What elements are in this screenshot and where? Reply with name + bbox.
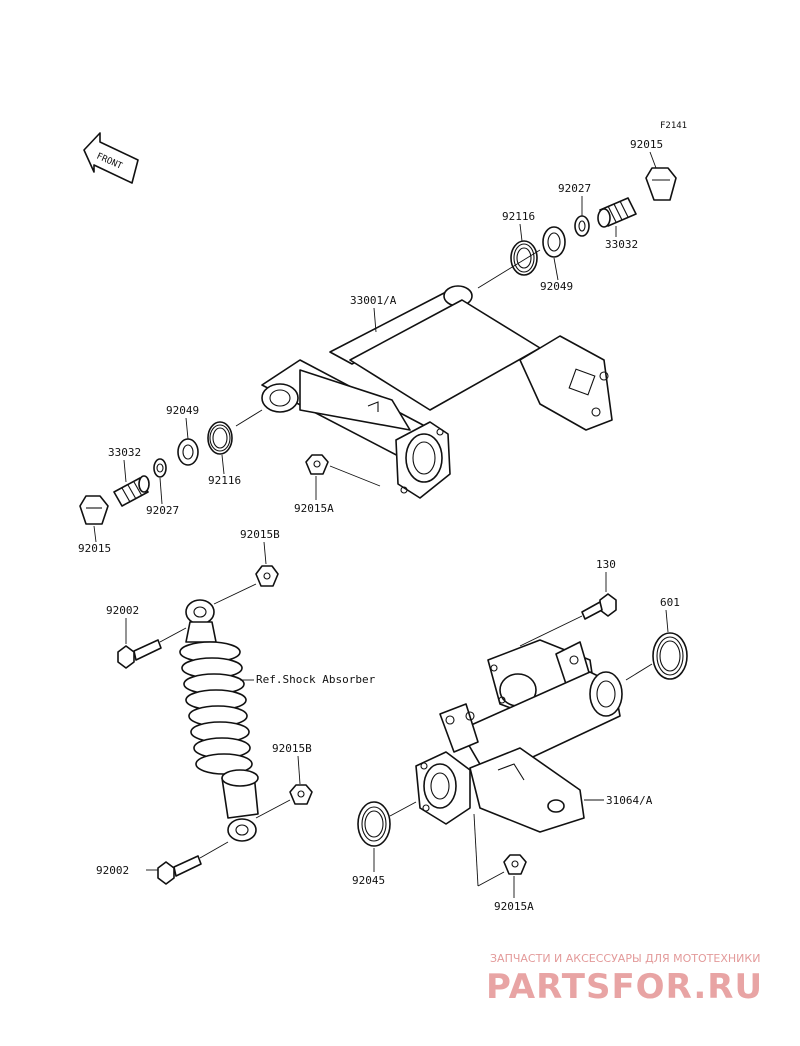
swing-arm-33001A: [261, 285, 613, 499]
label-92116-left: 92116: [208, 474, 241, 487]
front-arrow-icon: FRONT: [83, 132, 139, 184]
label-33032-left: 33032: [108, 446, 141, 459]
label-33032-top: 33032: [605, 238, 638, 251]
label-92002-bottom: 92002: [96, 864, 129, 877]
label-92027-top: 92027: [558, 182, 591, 195]
label-92015B-mid: 92015B: [272, 742, 312, 755]
bolt-130: [581, 593, 617, 620]
label-ref-shock: Ref.Shock Absorber: [256, 673, 376, 686]
label-31064A: 31064/A: [606, 794, 653, 807]
label-92049-left: 92049: [166, 404, 199, 417]
label-92116-top: 92116: [502, 210, 535, 223]
seal-92049-top: [542, 226, 566, 258]
label-92015-left: 92015: [78, 542, 111, 555]
watermark-tagline: ЗАПЧАСТИ И АКСЕССУАРЫ ДЛЯ МОТОТЕХНИКИ: [490, 952, 760, 965]
label-92015B-top: 92015B: [240, 528, 280, 541]
bolt-92002-bottom: [157, 855, 202, 885]
bearing-601: [652, 632, 688, 680]
label-92015A-bottom: 92015A: [494, 900, 534, 913]
seal-92049-left: [177, 438, 199, 466]
nut-92015-left: [79, 495, 109, 525]
label-92045: 92045: [352, 874, 385, 887]
label-92015-top: 92015: [630, 138, 663, 151]
shock-absorber: [179, 599, 259, 842]
nut-92015A-mid: [305, 454, 329, 475]
label-601: 601: [660, 596, 680, 609]
watermark-logo: PARTSFOR.RU: [486, 967, 763, 1007]
collar-33032-left: [113, 475, 150, 507]
washer-92027-top: [574, 215, 590, 237]
washer-92027-left: [153, 458, 167, 478]
nut-92015B-mid: [289, 784, 313, 805]
nut-92015-top: [645, 167, 677, 201]
bearing-92116-left: [207, 421, 233, 455]
label-92049-top: 92049: [540, 280, 573, 293]
nut-92015B-top: [255, 565, 279, 587]
nut-92015A-bottom: [503, 854, 527, 875]
label-92027-left: 92027: [146, 504, 179, 517]
label-92015A-mid: 92015A: [294, 502, 334, 515]
bolt-92002-top: [117, 639, 162, 669]
collar-33032-top: [597, 197, 637, 228]
axle-case-31064A: [415, 639, 623, 833]
label-33001A: 33001/A: [350, 294, 397, 307]
bearing-92116-top: [510, 240, 538, 276]
label-130: 130: [596, 558, 616, 571]
label-92002-top: 92002: [106, 604, 139, 617]
bearing-92045: [357, 801, 391, 847]
figure-code: F2141: [660, 121, 687, 131]
